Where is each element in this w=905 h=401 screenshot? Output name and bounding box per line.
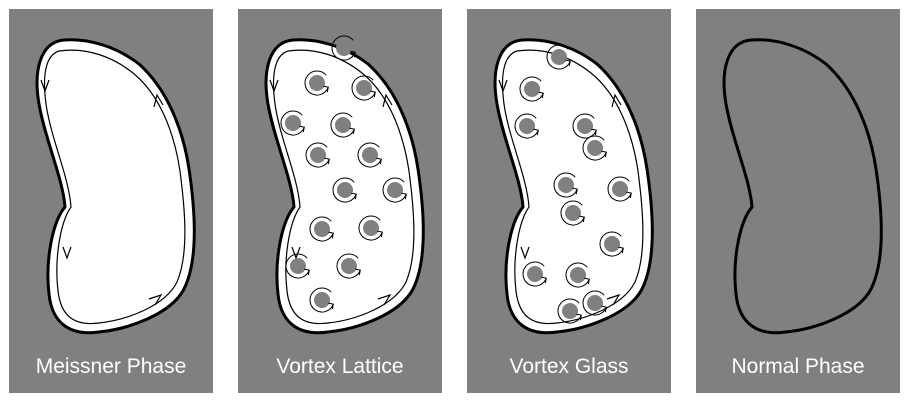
vortex-core	[335, 117, 351, 133]
panel-meissner-phase: Meissner Phase	[9, 9, 213, 393]
sample-outline	[37, 40, 194, 333]
vortex-core	[314, 292, 330, 308]
vortex-core	[587, 295, 603, 311]
vortex-core	[290, 258, 306, 274]
caption-vortex-lattice: Vortex Lattice	[238, 354, 442, 380]
vortex-core	[604, 236, 620, 252]
vortex-core	[356, 80, 372, 96]
vortex-core	[570, 267, 586, 283]
vortex-core	[341, 258, 357, 274]
vortex-core	[527, 266, 543, 282]
vortex-core	[524, 81, 540, 97]
vortex-core	[309, 75, 325, 91]
vortex-core	[551, 49, 567, 65]
caption-normal-phase: Normal Phase	[696, 354, 900, 380]
panel-vortex-glass: Vortex Glass	[467, 9, 671, 393]
vortex-core	[562, 303, 578, 319]
vortex-core	[519, 118, 535, 134]
vortex-core	[558, 177, 574, 193]
caption-vortex-glass: Vortex Glass	[467, 354, 671, 380]
vortex-core	[285, 115, 301, 131]
vortex-core	[612, 181, 628, 197]
vortex-core	[565, 205, 581, 221]
vortex-core	[314, 221, 330, 237]
normal-phase-graphic	[696, 9, 900, 393]
panel-normal-phase: Normal Phase	[696, 9, 900, 393]
vortex-core	[363, 220, 379, 236]
sample-outline	[724, 40, 881, 333]
vortex-core	[336, 40, 352, 56]
vortex-glass-graphic	[467, 9, 671, 393]
caption-meissner-phase: Meissner Phase	[9, 354, 213, 380]
vortex-core	[577, 118, 593, 134]
vortex-core	[362, 147, 378, 163]
vortex-core	[310, 147, 326, 163]
vortex-core	[587, 140, 603, 156]
meissner-sample-graphic	[9, 9, 213, 393]
panel-vortex-lattice: Vortex Lattice	[238, 9, 442, 393]
vortex-lattice-graphic	[238, 9, 442, 393]
vortex-core	[337, 182, 353, 198]
vortex-core	[387, 182, 403, 198]
